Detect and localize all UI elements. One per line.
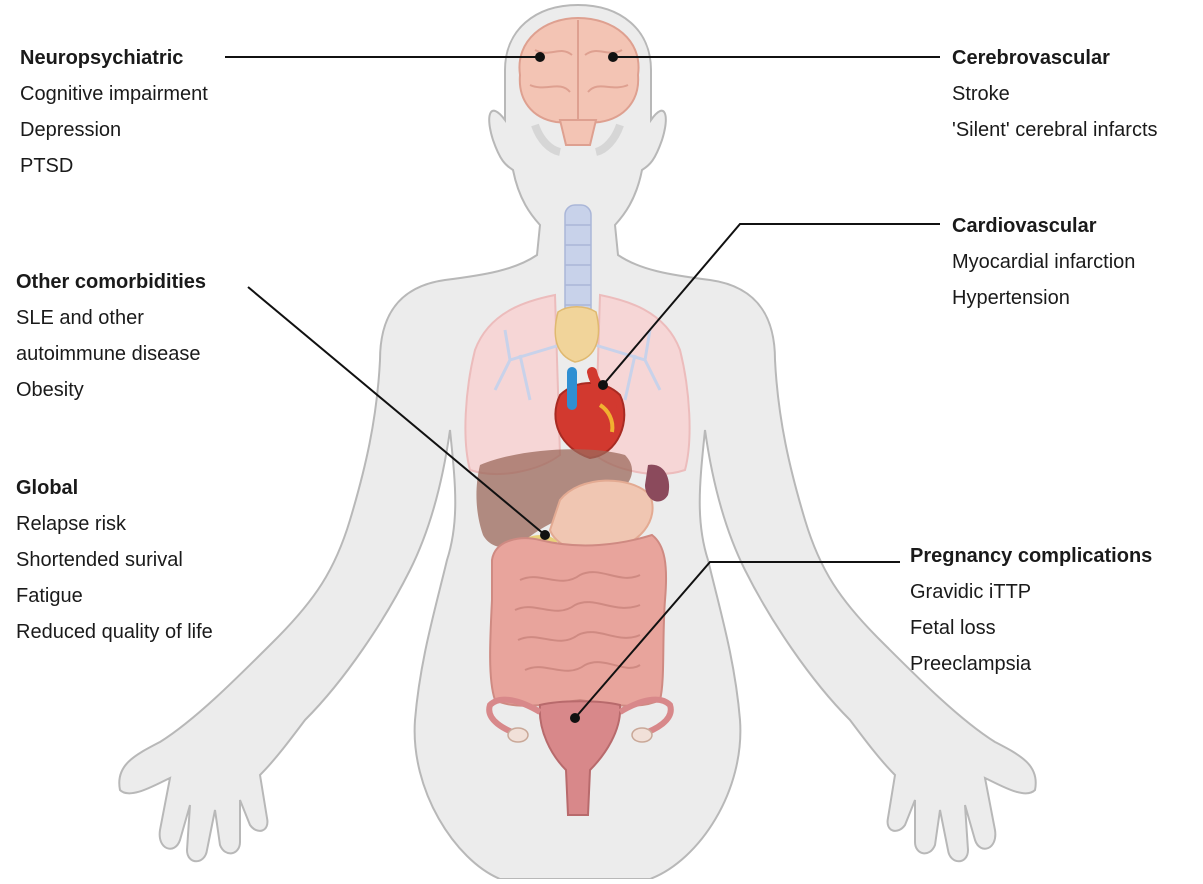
group-neuropsychiatric: Neuropsychiatric Cognitive impairment De… [20,40,208,184]
group-global: Global Relapse risk Shortended surival F… [16,470,213,650]
item-cognitive-impairment: Cognitive impairment [20,76,208,112]
item-sle-and-other: SLE and other [16,300,206,336]
group-pregnancy-complications: Pregnancy complications Gravidic iTTP Fe… [910,538,1152,682]
group-title-global: Global [16,470,213,506]
item-hypertension: Hypertension [952,280,1135,316]
item-reduced-quality-of-life: Reduced quality of life [16,614,213,650]
intestines [490,535,666,706]
item-preeclampsia: Preeclampsia [910,646,1152,682]
item-obesity: Obesity [16,372,206,408]
brain [519,18,638,152]
group-cardiovascular: Cardiovascular Myocardial infarction Hyp… [952,208,1135,316]
item-fetal-loss: Fetal loss [910,610,1152,646]
group-title-pregnancy-complications: Pregnancy complications [910,538,1152,574]
pointer-pregnancy [571,714,579,722]
item-shortended-surival: Shortended surival [16,542,213,578]
item-myocardial-infarction: Myocardial infarction [952,244,1135,280]
group-title-neuropsychiatric: Neuropsychiatric [20,40,208,76]
item-relapse-risk: Relapse risk [16,506,213,542]
item-autoimmune-disease: autoimmune disease [16,336,206,372]
group-title-other-comorbidities: Other comorbidities [16,264,206,300]
pointer-neuropsychiatric [536,53,544,61]
group-cerebrovascular: Cerebrovascular Stroke 'Silent' cerebral… [952,40,1158,148]
item-ptsd: PTSD [20,148,208,184]
item-fatigue: Fatigue [16,578,213,614]
item-stroke: Stroke [952,76,1158,112]
item-silent-cerebral-infarcts: 'Silent' cerebral infarcts [952,112,1158,148]
group-title-cerebrovascular: Cerebrovascular [952,40,1158,76]
pointer-other [541,531,549,539]
pointer-cerebrovascular [609,53,617,61]
group-other-comorbidities: Other comorbidities SLE and other autoim… [16,264,206,408]
pointer-cardiovascular [599,381,607,389]
item-gravidic-ittp: Gravidic iTTP [910,574,1152,610]
group-title-cardiovascular: Cardiovascular [952,208,1135,244]
item-depression: Depression [20,112,208,148]
